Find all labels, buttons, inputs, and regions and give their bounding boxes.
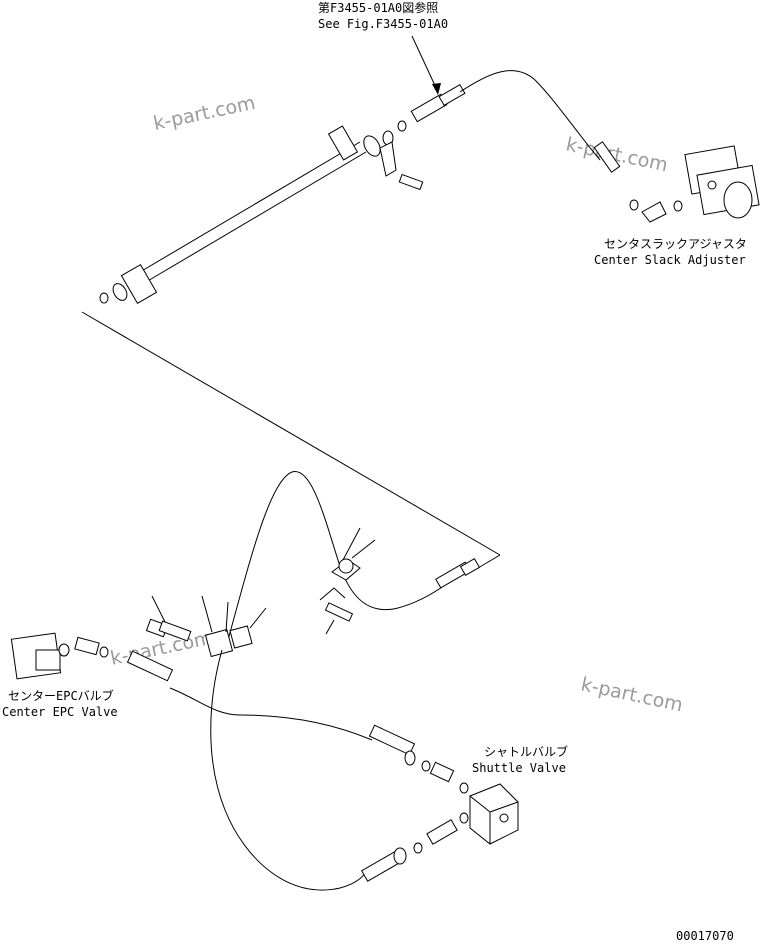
hose-nut-shuttle-upper xyxy=(404,750,416,766)
o-ring-shuttle-lower-2 xyxy=(459,812,469,824)
slack-adjuster-port xyxy=(707,180,717,190)
slack-adjuster-end-cap xyxy=(723,181,753,219)
slack-adjuster-label-jp: センタスラックアジャスタ xyxy=(604,237,747,251)
reference-jp: 第F3455-01A0図参照 xyxy=(318,0,438,15)
bolt-leader xyxy=(325,619,335,635)
hose-to-slack-adjuster xyxy=(459,70,601,161)
o-ring-shuttle-upper xyxy=(421,760,431,772)
elbow-fitting xyxy=(641,201,667,223)
o-ring-slack-adjuster-2 xyxy=(673,200,683,212)
o-ring-upper xyxy=(397,120,407,132)
center-slack-adjuster: センタスラックアジャスタ Center Slack Adjuster xyxy=(594,145,760,267)
adapter-shuttle-upper xyxy=(429,761,455,783)
reference-leader xyxy=(411,35,439,93)
shuttle-valve-label-en: Shuttle Valve xyxy=(472,761,566,775)
hose-end-fitting-shuttle-upper xyxy=(368,724,416,756)
clamp-ring xyxy=(338,558,354,574)
clamp-rod xyxy=(158,620,192,642)
clamp-leader-d xyxy=(249,607,267,629)
clamp-bolt xyxy=(324,602,354,622)
connection-line-long xyxy=(81,311,501,556)
clamp-leader-a xyxy=(151,595,166,623)
pipe-clamp-right xyxy=(327,125,359,161)
mounting-bolt xyxy=(398,173,424,191)
reference-arrowhead xyxy=(432,83,441,95)
hose-lower-loop xyxy=(210,649,367,891)
shuttle-valve-body xyxy=(469,783,519,845)
reference-en: See Fig.F3455-01A0 xyxy=(318,17,448,31)
watermark-4: k-part.com xyxy=(579,673,685,716)
reference-label: 第F3455-01A0図参照 See Fig.F3455-01A0 xyxy=(318,0,448,95)
pipe-edge-bottom xyxy=(145,151,367,283)
clamp-leader-c xyxy=(225,601,229,633)
o-ring-slack-adjuster xyxy=(629,199,639,211)
watermark-2: k-part.com xyxy=(564,133,670,176)
center-epc-valve: センターEPCバルブ Center EPC Valve xyxy=(2,632,118,719)
hose-end-slack-adjuster xyxy=(593,141,621,173)
clamp-assembly-right xyxy=(319,527,376,635)
mounting-bracket xyxy=(379,141,397,177)
shuttle-valve-edge-1 xyxy=(469,795,491,813)
o-ring-epc-2 xyxy=(99,646,109,658)
watermarks: k-part.com k-part.com k-part.com k-part.… xyxy=(108,92,684,717)
clamp-leader-b xyxy=(201,595,213,633)
bolt-guide xyxy=(319,587,346,601)
hose-clamp-a xyxy=(204,628,234,658)
figure-code: 00017070 xyxy=(676,929,734,943)
connection-line-short xyxy=(477,554,501,569)
shuttle-valve: シャトルバルブ Shuttle Valve xyxy=(469,744,568,845)
o-ring-shuttle-upper-2 xyxy=(459,782,469,794)
upper-pipe-assembly xyxy=(99,83,466,305)
pipe-edge-top xyxy=(139,141,361,273)
hose-end-fitting-epc xyxy=(126,650,174,682)
hose-clamp-b xyxy=(229,625,253,649)
epc-valve-label-en: Center EPC Valve xyxy=(2,705,118,719)
pipe-fitting-right xyxy=(363,135,381,157)
clamp-cluster-left xyxy=(145,595,267,658)
shuttle-valve-edge-2 xyxy=(489,801,519,813)
hose-nut-shuttle-lower xyxy=(393,847,407,865)
shuttle-valve-port xyxy=(499,813,509,823)
shuttle-valve-label-jp: シャトルバルブ xyxy=(484,744,568,759)
pipe-clamp-left xyxy=(120,263,158,305)
epc-valve-port-block xyxy=(35,649,61,671)
clamp-leader-1 xyxy=(351,539,376,559)
o-ring-left xyxy=(99,292,109,304)
epc-valve-label-jp: センターEPCバルブ xyxy=(8,688,114,703)
pipe-end-fitting-left xyxy=(112,283,128,301)
adapter-shuttle-lower xyxy=(426,819,458,845)
o-ring-epc xyxy=(58,643,70,657)
hose-ferrule-mid xyxy=(459,557,481,577)
hose-ferrule-top xyxy=(438,83,466,107)
clamp-leader-2 xyxy=(342,527,361,561)
hose-epc-to-shuttle xyxy=(169,687,373,741)
watermark-1: k-part.com xyxy=(151,92,257,135)
o-ring-shuttle-lower xyxy=(413,842,423,854)
epc-adapter xyxy=(74,636,100,656)
hose-upper-loop xyxy=(227,471,446,641)
slack-adjuster-label-en: Center Slack Adjuster xyxy=(594,253,746,267)
